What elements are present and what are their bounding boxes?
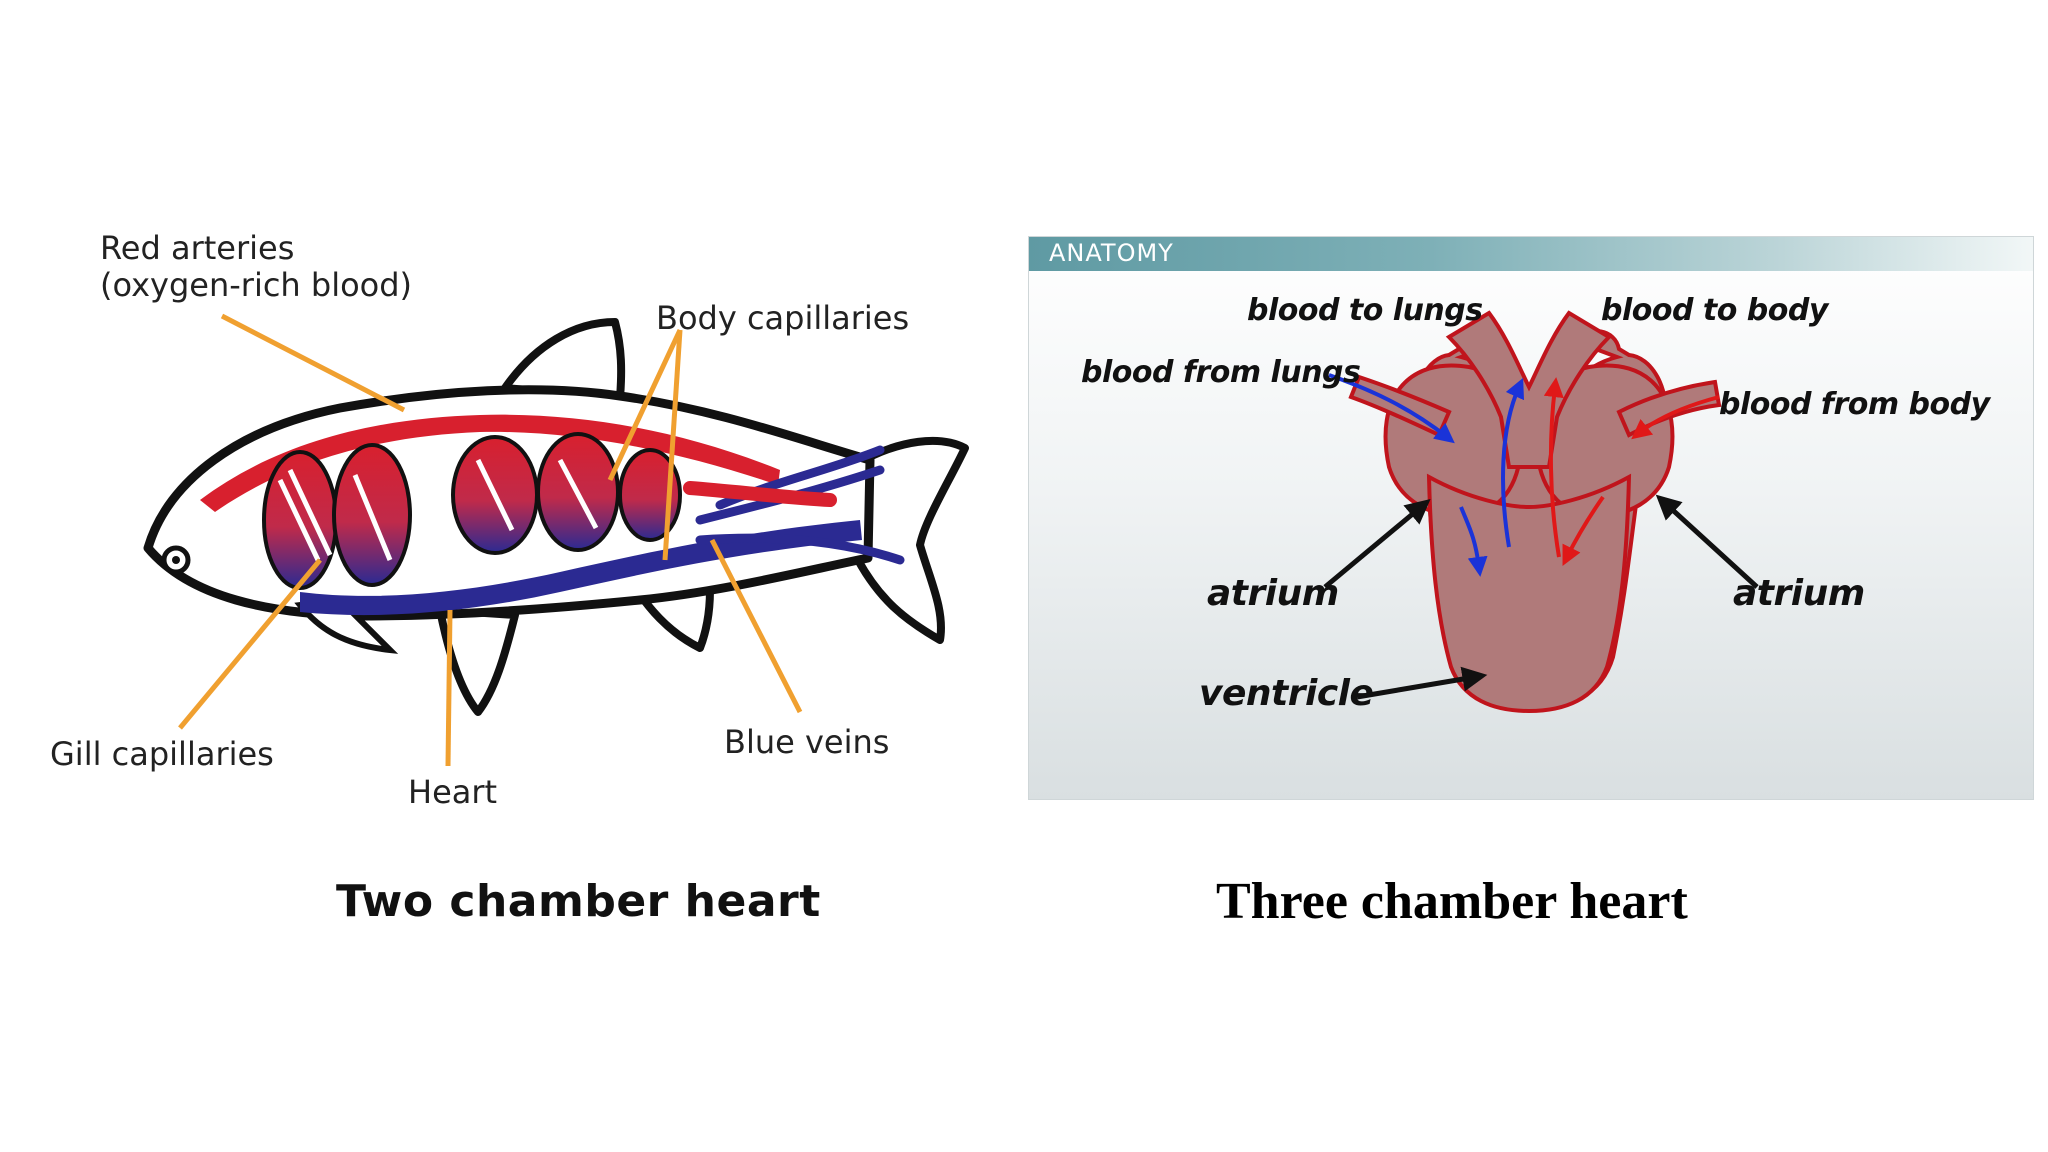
label-body-capillaries: Body capillaries	[656, 299, 910, 337]
pointer-arrows	[1323, 494, 1759, 700]
caption-three-chamber-heart: Three chamber heart	[1216, 873, 1688, 930]
label-blue-veins: Blue veins	[724, 723, 890, 761]
label-red-arteries-line1: Red arteries	[100, 229, 295, 267]
label-blood-to-body: blood to body	[1601, 293, 1828, 328]
anatomy-header-text: ANATOMY	[1049, 239, 1174, 267]
label-heart: Heart	[408, 773, 498, 811]
dorsal-fin	[501, 318, 626, 402]
leader-lines	[178, 313, 803, 767]
label-blood-from-lungs: blood from lungs	[1081, 355, 1361, 390]
tail-artery	[683, 481, 837, 507]
label-red-arteries-line2: (oxygen-rich blood)	[100, 265, 413, 304]
arterial-trunk	[1445, 310, 1613, 469]
anatomy-header-bar: ANATOMY	[1029, 237, 2033, 271]
label-red-arteries: Red arteries (oxygen-rich blood)	[100, 230, 412, 304]
label-blood-to-lungs: blood to lungs	[1247, 293, 1483, 328]
label-atrium-right: atrium	[1733, 573, 1865, 614]
red-flow-arrows	[1543, 377, 1720, 566]
label-gill-capillaries: Gill capillaries	[50, 735, 274, 773]
heart-illustration	[1323, 310, 1759, 714]
label-ventricle: ventricle	[1199, 673, 1374, 714]
heart-diagram-panel: ANATOMY	[1028, 236, 2034, 800]
blue-flow-arrows	[1328, 373, 1525, 577]
fish-illustration	[143, 313, 969, 767]
caption-two-chamber-heart: Two chamber heart	[336, 876, 821, 927]
dorsal-artery	[200, 414, 780, 512]
label-atrium-left: atrium	[1207, 573, 1339, 614]
ventral-vein	[300, 520, 862, 616]
ventricle	[1426, 473, 1632, 714]
tail-fin	[854, 436, 969, 644]
capillary-loops	[262, 432, 682, 590]
label-blood-from-body: blood from body	[1719, 387, 1990, 422]
